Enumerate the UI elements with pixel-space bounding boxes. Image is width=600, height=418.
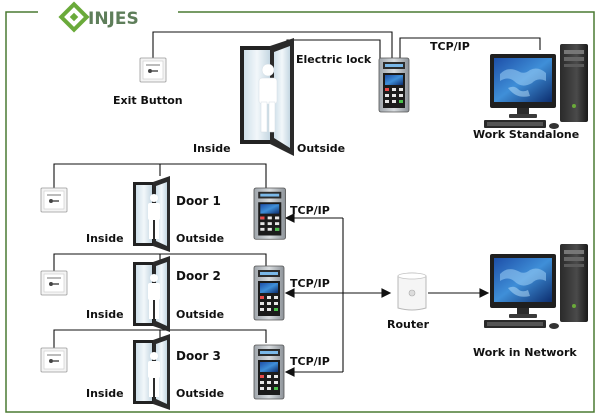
door-2-exit-button	[40, 270, 68, 296]
exit-button-device	[139, 57, 167, 83]
electric-lock-label: Electric lock	[296, 53, 372, 66]
door-3-label: Door 3	[176, 349, 221, 363]
standalone-reader	[378, 57, 410, 113]
standalone-outside-label: Outside	[297, 142, 345, 155]
door-1-exit-button	[40, 187, 68, 213]
network-section: Door 1 Inside Outside TCP/IP Door 2 Insi…	[40, 163, 588, 410]
standalone-inside-label: Inside	[193, 142, 231, 155]
door-1-reader	[253, 187, 287, 240]
door-2-reader	[253, 265, 285, 321]
injes-logo: INJES	[38, 0, 178, 33]
door-3-exit-button	[40, 347, 68, 373]
door-2-inside-label: Inside	[86, 308, 124, 321]
door-1-label: Door 1	[176, 194, 221, 208]
door-3-inside-label: Inside	[86, 387, 124, 400]
router-device	[397, 272, 427, 311]
logo-text: INJES	[88, 9, 139, 29]
standalone-tcpip-label: TCP/IP	[430, 40, 470, 53]
diagram-frame	[5, 11, 595, 413]
door-2-label: Door 2	[176, 269, 221, 283]
door-row-3	[40, 334, 285, 410]
door-2-outside-label: Outside	[176, 308, 224, 321]
door-3-outside-label: Outside	[176, 387, 224, 400]
door-1-tcpip-label: TCP/IP	[290, 204, 330, 217]
standalone-computer	[484, 44, 588, 129]
network-computer-label: Work in Network	[473, 346, 577, 359]
tcpip-arrows	[284, 213, 490, 377]
door-2-tcpip-label: TCP/IP	[290, 277, 330, 290]
door-1-outside-label: Outside	[176, 232, 224, 245]
router-label: Router	[387, 318, 430, 331]
network-computer	[484, 244, 588, 329]
door-1-inside-label: Inside	[86, 232, 124, 245]
network-wires	[53, 163, 344, 372]
standalone-door	[240, 38, 294, 156]
door-3-reader	[253, 344, 285, 400]
door-3-tcpip-label: TCP/IP	[290, 355, 330, 368]
standalone-computer-label: Work Standalone	[473, 128, 579, 141]
standalone-section: Exit Button Electric lock TCP/IP Inside …	[113, 31, 588, 156]
exit-button-label: Exit Button	[113, 94, 183, 107]
door-row-1	[40, 176, 287, 252]
door-row-2	[40, 256, 285, 332]
